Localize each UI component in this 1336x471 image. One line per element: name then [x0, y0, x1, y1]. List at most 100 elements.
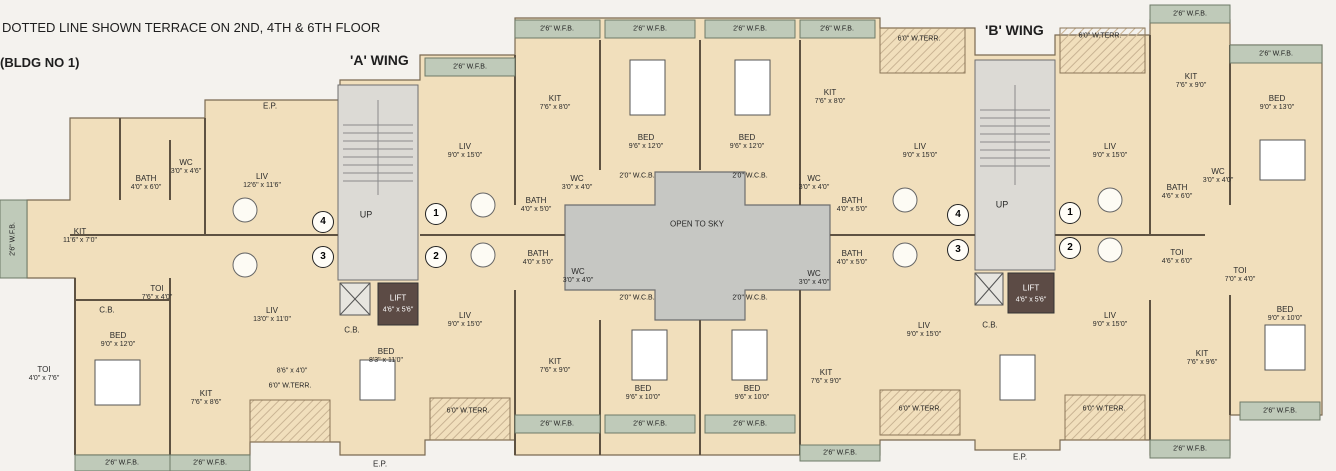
terrace-b1	[1059, 27, 1146, 74]
wfb-label: 2'6" W.F.B.	[733, 25, 767, 33]
terrace-label: 6'0" W.TERR.	[898, 405, 942, 413]
wfb-label: 2'6" W.F.B.	[1173, 10, 1207, 18]
b-wing-stair-treads	[980, 85, 1050, 185]
wfb-label: 2'6" W.F.B.	[453, 63, 487, 71]
a-wing-stair-treads	[343, 100, 413, 195]
unit-number-b2: 2	[1059, 237, 1081, 259]
unit-number-a1: 1	[425, 203, 447, 225]
wing-a-title: 'A' WING	[350, 52, 409, 68]
terrace-a2	[429, 397, 511, 441]
floor-note: DOTTED LINE SHOWN TERRACE ON 2ND, 4TH & …	[2, 20, 381, 35]
cb-label-b: C.B.	[982, 320, 998, 330]
a-wing-lift-dim: 4'6" x 5'6"	[382, 306, 414, 314]
wfb-label: 2'6" W.F.B.	[193, 459, 227, 467]
b-wing-lift-label: LIFT	[1022, 283, 1040, 293]
open-to-sky-label: OPEN TO SKY	[670, 219, 724, 229]
wfb-label: 2'6" W.F.B.	[1173, 445, 1207, 453]
wfb-label: 2'6" W.F.B.	[633, 25, 667, 33]
b-wing-lift	[1007, 272, 1055, 314]
wing-b-title: 'B' WING	[985, 22, 1044, 38]
ep-label-b: E.P.	[1012, 452, 1028, 462]
wfb-label: 2'6" W.F.B.	[540, 25, 574, 33]
terrace-label: 6'0" W.TERR.	[1078, 32, 1122, 40]
a-wing-lift	[377, 282, 419, 326]
internal-walls	[70, 35, 1231, 455]
terrace-b2	[1064, 394, 1146, 441]
terrace-label: 6'0" W.TERR.	[1082, 405, 1126, 413]
dining-tables	[232, 187, 1123, 278]
bed-icons	[94, 59, 1306, 406]
wfb-label: 2'6" W.F.B.	[733, 420, 767, 428]
unit-number-a2: 2	[425, 246, 447, 268]
wcb-label: 2'0" W.C.B.	[619, 294, 655, 302]
unit-number-b3: 3	[947, 239, 969, 261]
wcb-label: 2'0" W.C.B.	[619, 172, 655, 180]
wcb-label: 2'0" W.C.B.	[732, 172, 768, 180]
unit-number-b1: 1	[1059, 202, 1081, 224]
b-wing-lift-dim: 4'6" x 5'6"	[1015, 296, 1047, 304]
building-name: (BLDG NO 1)	[0, 55, 80, 70]
terrace-label: 6'0" W.TERR.	[897, 35, 941, 43]
ep-label-top: E.P.	[262, 101, 278, 111]
small-dim-label: 8'6" x 4'0"	[276, 367, 308, 375]
ep-label-bottom: E.P.	[372, 459, 388, 469]
wfb-strips	[0, 4, 1323, 471]
wfb-label: 2'6" W.F.B.	[823, 449, 857, 457]
a-wing-lift-label: LIFT	[389, 293, 407, 303]
cb-label-a: C.B.	[344, 325, 360, 335]
terrace-label: 6'0" W.TERR.	[268, 382, 312, 390]
a-wing-up-label: UP	[359, 209, 373, 220]
terrace-b3	[879, 389, 961, 436]
wfb-label: 2'6" W.F.B.	[1263, 407, 1297, 415]
wfb-label: 2'6" W.F.B.	[540, 420, 574, 428]
wfb-label: 2'6" W.F.B.	[820, 25, 854, 33]
open-to-sky	[564, 171, 831, 321]
unit-number-a4: 4	[312, 211, 334, 233]
wfb-label: 2'6" W.F.B.	[105, 459, 139, 467]
terrace-label: 6'0" W.TERR.	[446, 407, 490, 415]
b-wing-up-label: UP	[995, 199, 1009, 210]
unit-number-b4: 4	[947, 204, 969, 226]
wfb-label: 2'6" W.F.B.	[9, 222, 17, 256]
wfb-label: 2'6" W.F.B.	[1259, 50, 1293, 58]
